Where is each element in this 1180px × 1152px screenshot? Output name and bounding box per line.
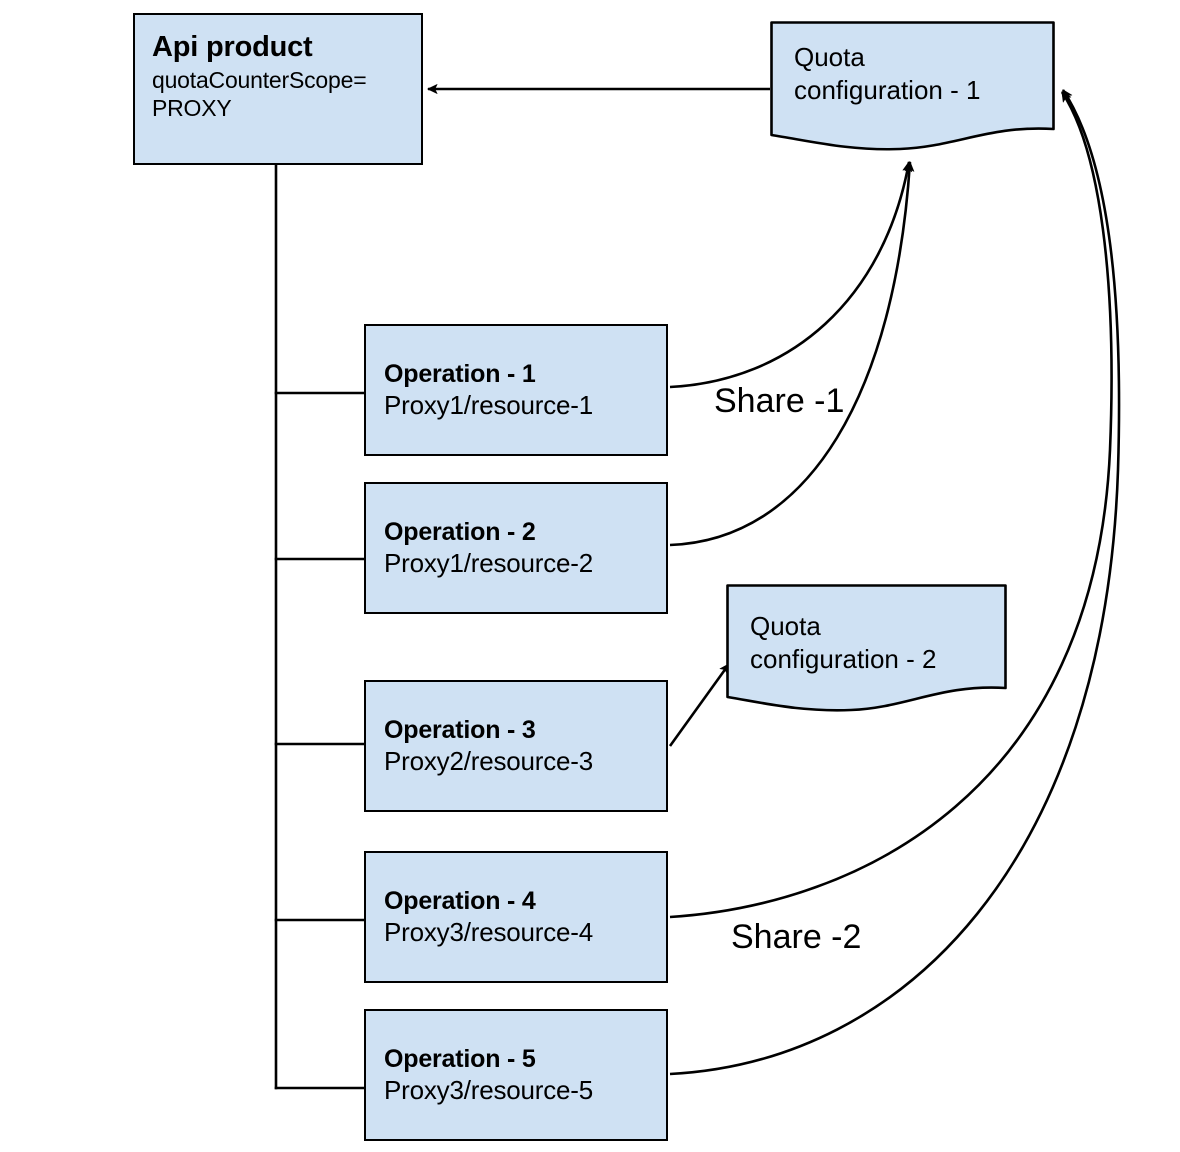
node-operation-3-content: Operation - 3 Proxy2/resource-3 — [384, 716, 656, 776]
node-operation-2-path: Proxy1/resource-2 — [384, 547, 594, 578]
node-api-product-content: Api product quotaCounterScope= PROXY — [152, 29, 411, 122]
node-quota-configuration-2-line2: configuration - 2 — [750, 644, 937, 675]
node-operation-2[interactable]: Operation - 2 Proxy1/resource-2 — [364, 482, 668, 614]
node-quota-configuration-1-line1: Quota — [794, 42, 865, 72]
node-operation-3-title: Operation - 3 — [384, 715, 536, 744]
edge-op4-to-quota1 — [669, 91, 1113, 919]
node-operation-2-content: Operation - 2 Proxy1/resource-2 — [384, 518, 656, 578]
node-operation-5-path: Proxy3/resource-5 — [384, 1074, 594, 1105]
node-operation-3[interactable]: Operation - 3 Proxy2/resource-3 — [364, 680, 668, 812]
node-operation-5-content: Operation - 5 Proxy3/resource-5 — [384, 1045, 656, 1105]
node-operation-4-title: Operation - 4 — [384, 886, 536, 915]
node-operation-1-content: Operation - 1 Proxy1/resource-1 — [384, 360, 656, 420]
node-operation-3-path: Proxy2/resource-3 — [384, 745, 594, 776]
edge-label-share-2: Share -2 — [731, 918, 862, 956]
node-quota-configuration-2[interactable]: Quota configuration - 2 — [726, 584, 1007, 714]
edge-label-share-1: Share -1 — [714, 382, 845, 420]
edge-op2-to-quota1 — [669, 161, 915, 547]
node-api-product-attribute-value: PROXY — [152, 95, 232, 122]
document-shape-icon — [770, 21, 1055, 151]
node-operation-1[interactable]: Operation - 1 Proxy1/resource-1 — [364, 324, 668, 456]
node-quota-configuration-1-content: Quota configuration - 1 — [794, 41, 980, 108]
node-operation-4[interactable]: Operation - 4 Proxy3/resource-4 — [364, 851, 668, 983]
node-quota-configuration-1[interactable]: Quota configuration - 1 — [770, 21, 1055, 151]
node-api-product-title: Api product — [152, 31, 313, 63]
node-operation-4-path: Proxy3/resource-4 — [384, 916, 594, 947]
node-api-product-attribute: quotaCounterScope= — [152, 67, 367, 94]
node-quota-configuration-2-line1: Quota — [750, 611, 821, 641]
edge-op3-to-quota2 — [668, 663, 731, 747]
edge-op1-to-quota1 — [669, 161, 913, 389]
edge-api-product-tree — [274, 163, 368, 1090]
node-quota-configuration-1-line2: configuration - 1 — [794, 75, 981, 106]
node-operation-5[interactable]: Operation - 5 Proxy3/resource-5 — [364, 1009, 668, 1141]
node-api-product[interactable]: Api product quotaCounterScope= PROXY — [133, 13, 423, 165]
document-shape-icon — [726, 584, 1007, 712]
node-operation-4-content: Operation - 4 Proxy3/resource-4 — [384, 887, 656, 947]
node-operation-5-title: Operation - 5 — [384, 1044, 536, 1073]
node-operation-1-path: Proxy1/resource-1 — [384, 389, 594, 420]
node-operation-1-title: Operation - 1 — [384, 359, 536, 388]
node-quota-configuration-2-content: Quota configuration - 2 — [750, 610, 936, 677]
node-operation-2-title: Operation - 2 — [384, 517, 536, 546]
